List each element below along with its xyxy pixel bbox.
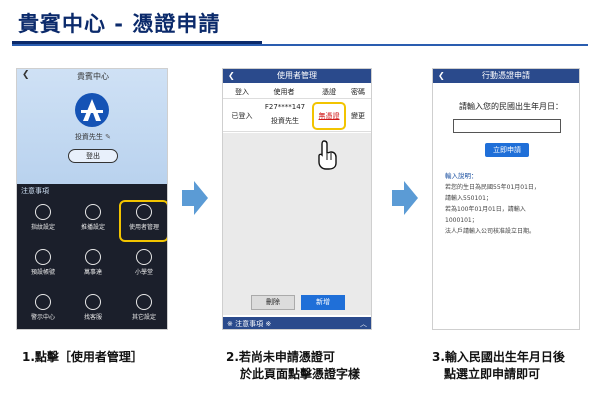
chat-bubble-icon [85,204,101,220]
grid-label: 其它設定 [131,314,156,321]
grid-label: 使用者管理 [128,224,159,231]
birthday-input[interactable] [453,119,561,133]
login-status: 已登入 [231,112,253,120]
user-id: F27****147 [264,103,306,111]
col-user: 使用者 [273,88,295,96]
push-setting[interactable]: 推播設定 [68,197,118,241]
apply-now-button[interactable]: 立即申請 [485,143,529,157]
person-icon [136,249,152,265]
gear-icon [136,294,152,310]
function-grid: 指紋設定 推播設定 使用者管理 預設帳號 萬事達 小學堂 警示中心 找客服 [17,197,167,329]
back-arrow-icon[interactable]: ❮ [228,71,235,80]
page-title: 貴賓中心 - 憑證申請 [18,12,221,36]
wanshida[interactable]: 萬事達 [68,242,118,286]
col-cert: 憑證 [322,88,336,96]
add-button[interactable]: 新增 [301,295,345,310]
grid-label: 找客服 [83,314,102,321]
chevron-up-icon: ︿ [360,320,367,328]
instruction-line: 若為100年01月01日，請輸入 [445,206,526,213]
grid-label: 警示中心 [30,314,55,321]
logout-button[interactable]: 登出 [68,149,118,163]
edit-icon[interactable]: ✎ [105,133,112,141]
caption-step-3b: 點選立即申請即可 [444,367,541,381]
users-icon [136,204,152,220]
customer-service[interactable]: 找客服 [68,287,118,329]
title-divider [12,41,588,46]
arrow-right-icon [392,181,418,215]
user-management[interactable]: 使用者管理 [119,197,167,241]
grid-label: 指紋設定 [30,224,55,231]
user-name: 投資先生 [271,117,299,125]
grid-label: 小學堂 [134,269,153,276]
phone-icon [85,294,101,310]
table-row: 已登入 F27****147 投資先生 無憑證 變更 [223,100,371,132]
cert-apply-screen: ❮ 行動憑證申請 請輸入您的民國出生年月日： 立即申請 輸入說明： 若您的生日為… [432,68,580,330]
no-cert-link[interactable]: 無憑證 [318,112,340,120]
person-icon [35,249,51,265]
profile-area: ❮ 貴賓中心 投資先生 ✎ 登出 [17,69,167,184]
fingerprint-icon [35,204,51,220]
change-password-link[interactable]: 變更 [351,112,365,120]
screen-header: 貴賓中心 [77,72,109,81]
pointing-hand-icon [318,140,337,170]
instruction-line: 1000101； [445,217,478,224]
back-arrow-icon[interactable]: ❮ [22,70,30,80]
notice-footer-label: ※ 注意事項 ※ [227,320,272,328]
bell-icon [35,294,51,310]
instructions-title: 輸入說明： [445,172,478,180]
alert-center[interactable]: 警示中心 [18,287,68,329]
notice-footer[interactable]: ※ 注意事項 ※ ︿ [223,317,371,329]
caption-step-2a: 2.若尚未申請憑證可 [226,350,335,364]
screen-header: ❮ 行動憑證申請 [433,69,579,83]
other-settings[interactable]: 其它設定 [119,287,167,329]
empty-area [223,133,371,315]
instruction-line: 若您的生日為民國55年01月01日， [445,184,540,191]
user-management-screen: ❮ 使用者管理 登入 使用者 憑證 密碼 已登入 F27****147 投資先生… [222,68,372,330]
fingerprint-setting[interactable]: 指紋設定 [18,197,68,241]
screen-header: ❮ 使用者管理 [223,69,371,83]
table-header: 登入 使用者 憑證 密碼 [223,85,371,99]
user-name: 投資先生 ✎ [17,132,167,142]
birthday-prompt: 請輸入您的民國出生年月日： [459,102,563,111]
instruction-line: 請輸入550101； [445,195,492,202]
grid-label: 推播設定 [80,224,105,231]
grid-label: 預設帳號 [30,269,55,276]
header-title: 行動憑證申請 [482,71,530,80]
ok-icon [85,249,101,265]
col-login: 登入 [235,88,249,96]
col-password: 密碼 [351,88,365,96]
grid-label: 萬事達 [83,269,102,276]
brand-logo-icon [75,93,109,127]
highlight-user-management [119,200,167,242]
instruction-line: 法人戶請輸入公司核准設立日期。 [445,228,536,235]
learning-hall[interactable]: 小學堂 [119,242,167,286]
highlight-no-cert [312,102,346,130]
back-arrow-icon[interactable]: ❮ [438,71,445,80]
notice-link[interactable]: 注意事項 [21,187,49,195]
vip-center-screen: ❮ 貴賓中心 投資先生 ✎ 登出 注意事項 指紋設定 推播設定 使用者管理 [16,68,168,330]
header-title: 使用者管理 [277,71,317,80]
caption-step-1: 1.點擊［使用者管理］ [22,350,143,364]
caption-step-3a: 3.輸入民國出生年月日後 [432,350,565,364]
caption-step-2b: 於此頁面點擊憑證字樣 [240,367,361,381]
default-account[interactable]: 預設帳號 [18,242,68,286]
arrow-right-icon [182,181,208,215]
user-name-text: 投資先生 [74,133,103,141]
delete-button[interactable]: 刪除 [251,295,295,310]
